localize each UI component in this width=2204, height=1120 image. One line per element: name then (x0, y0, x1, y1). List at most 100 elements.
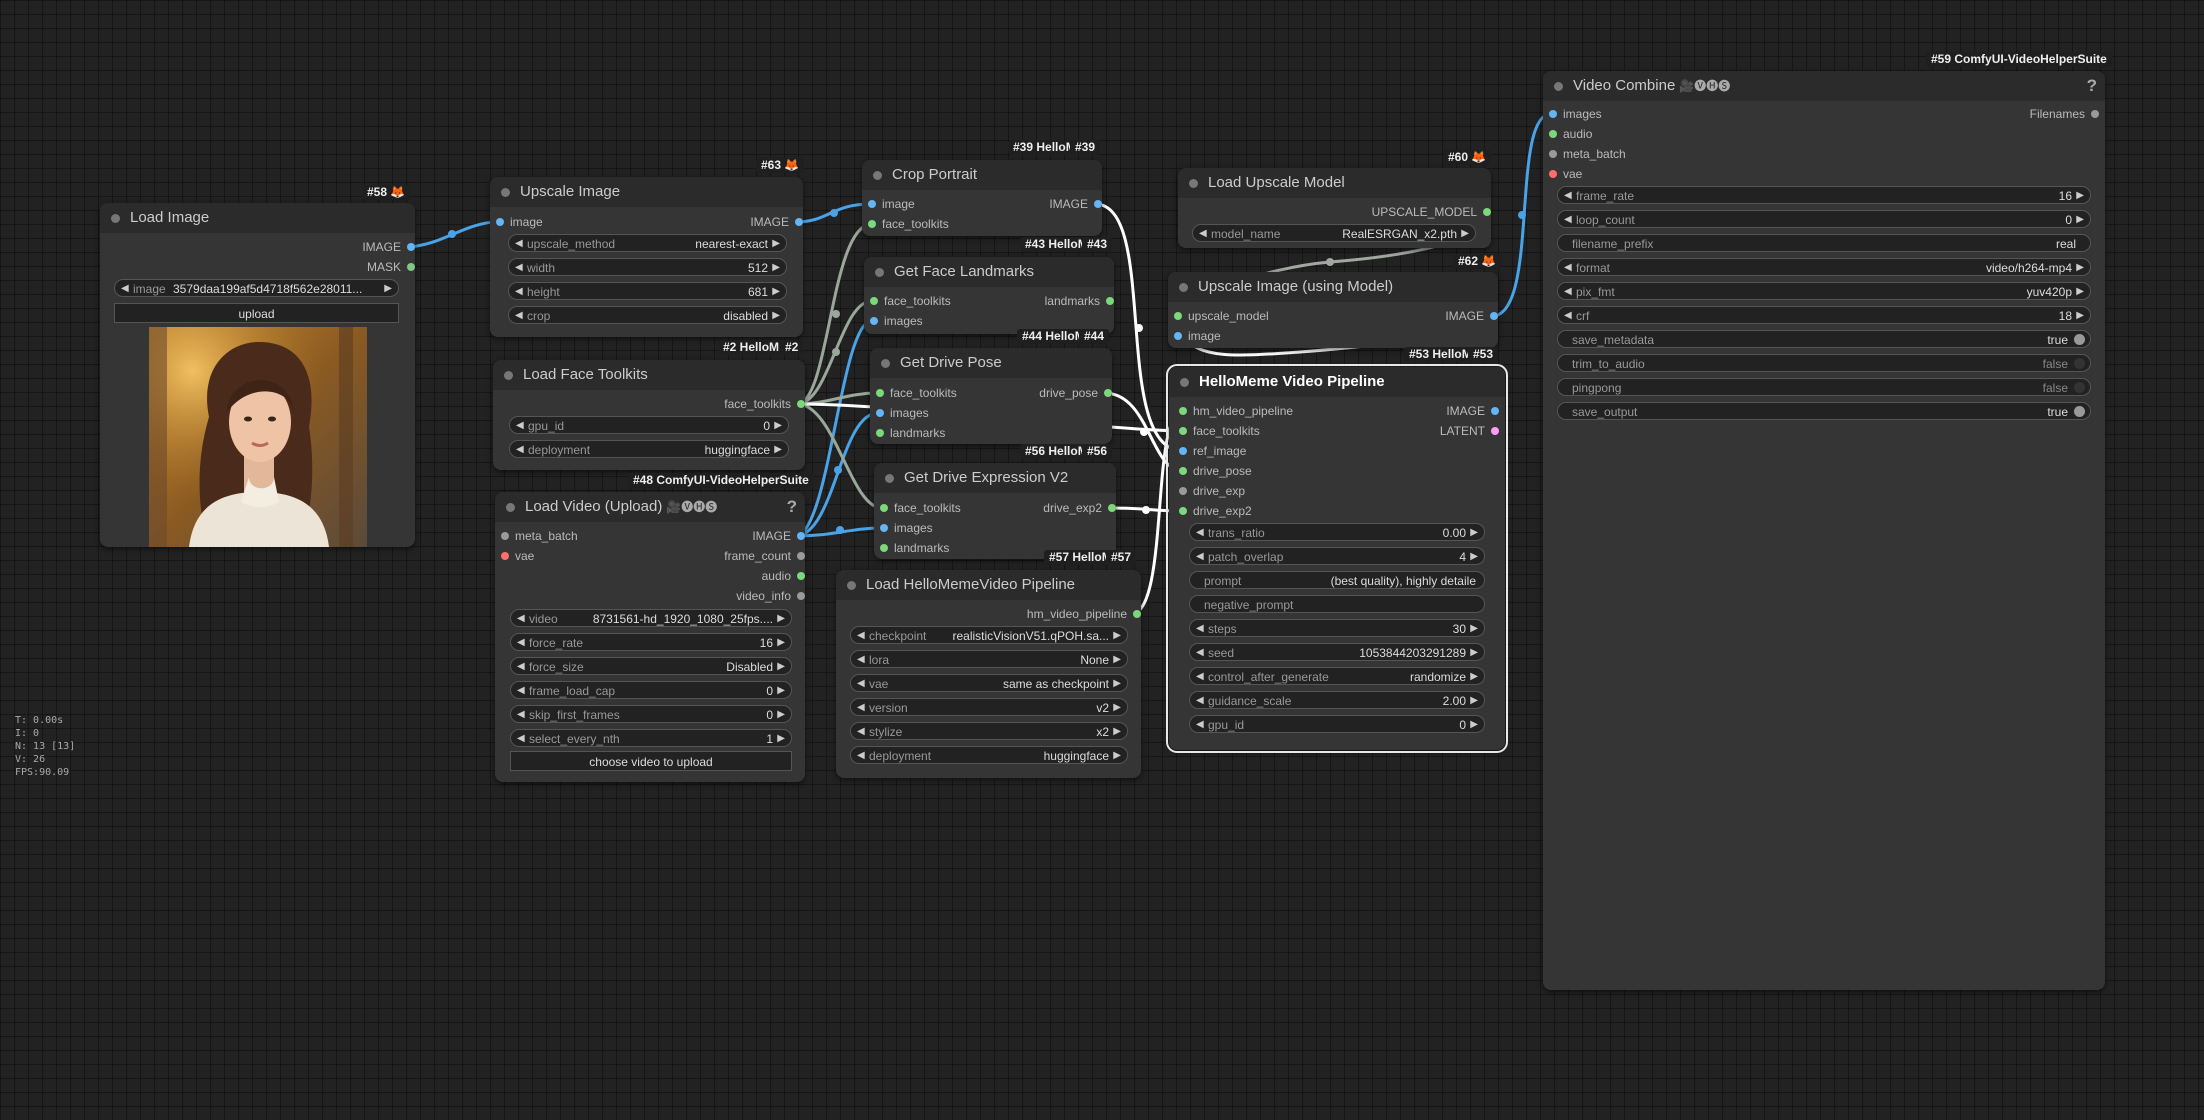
input-vae[interactable]: vae (1549, 164, 1582, 184)
arrow-right-icon[interactable]: ▶ (2076, 190, 2084, 201)
arrow-right-icon[interactable]: ▶ (1470, 527, 1478, 538)
arrow-left-icon[interactable]: ◀ (517, 709, 525, 720)
input-images[interactable]: images (876, 403, 929, 423)
output-pin-icon[interactable] (797, 552, 805, 560)
collapse-dot-icon[interactable] (1554, 82, 1563, 91)
input-face-toolkits[interactable]: face_toolkits (876, 383, 957, 403)
arrow-left-icon[interactable]: ◀ (857, 750, 865, 761)
output-filenames[interactable]: Filenames (2030, 104, 2099, 124)
input-pin-icon[interactable] (1179, 507, 1187, 515)
crop-portrait-node[interactable]: Crop Portrait image face_toolkits IMAGE (862, 160, 1102, 236)
upscale-image-node[interactable]: Upscale Image image IMAGE ◀upscale_metho… (490, 177, 803, 337)
input-pin-icon[interactable] (876, 429, 884, 437)
output-face-toolkits[interactable]: face_toolkits (724, 394, 805, 414)
input-pin-icon[interactable] (1549, 130, 1557, 138)
input-image[interactable]: image (1174, 326, 1221, 346)
arrow-left-icon[interactable]: ◀ (517, 661, 525, 672)
arrow-left-icon[interactable]: ◀ (1196, 623, 1204, 634)
load-hellomeme-pipeline-node[interactable]: Load HelloMemeVideo Pipeline hm_video_pi… (836, 570, 1141, 778)
node-title-bar[interactable]: Get Drive Pose (870, 348, 1112, 378)
output-image[interactable]: IMAGE (1049, 194, 1102, 214)
upscale-with-model-node[interactable]: Upscale Image (using Model) upscale_mode… (1168, 272, 1498, 348)
arrow-left-icon[interactable]: ◀ (857, 630, 865, 641)
output-pin-icon[interactable] (407, 263, 415, 271)
output-hm-video-pipeline[interactable]: hm_video_pipeline (1027, 604, 1141, 624)
input-pin-icon[interactable] (1174, 332, 1182, 340)
collapse-dot-icon[interactable] (881, 359, 890, 368)
toggle-on-icon[interactable] (2074, 406, 2085, 417)
arrow-right-icon[interactable]: ▶ (1113, 630, 1121, 641)
input-pin-icon[interactable] (876, 409, 884, 417)
output-pin-icon[interactable] (797, 400, 805, 408)
arrow-left-icon[interactable]: ◀ (857, 654, 865, 665)
output-frame-count[interactable]: frame_count (724, 546, 805, 566)
arrow-right-icon[interactable]: ▶ (777, 709, 785, 720)
collapse-dot-icon[interactable] (504, 371, 513, 380)
input-pin-icon[interactable] (1179, 447, 1187, 455)
input-image[interactable]: image (496, 212, 543, 232)
arrow-left-icon[interactable]: ◀ (515, 310, 523, 321)
get-drive-expression-node[interactable]: Get Drive Expression V2 face_toolkits im… (874, 463, 1116, 559)
load-upscale-model-node[interactable]: Load Upscale Model UPSCALE_MODEL ◀model_… (1178, 168, 1491, 248)
input-pin-icon[interactable] (1179, 407, 1187, 415)
help-icon[interactable]: ? (786, 497, 797, 516)
arrow-left-icon[interactable]: ◀ (857, 726, 865, 737)
input-meta-batch[interactable]: meta_batch (1549, 144, 1626, 164)
get-drive-pose-node[interactable]: Get Drive Pose face_toolkits images land… (870, 348, 1112, 444)
input-pin-icon[interactable] (868, 220, 876, 228)
output-pin-icon[interactable] (1490, 312, 1498, 320)
arrow-right-icon[interactable]: ▶ (1113, 726, 1121, 737)
input-landmarks[interactable]: landmarks (880, 538, 949, 558)
input-pin-icon[interactable] (496, 218, 504, 226)
input-ref-image[interactable]: ref_image (1179, 441, 1246, 461)
input-pin-icon[interactable] (1549, 170, 1557, 178)
arrow-left-icon[interactable]: ◀ (1196, 647, 1204, 658)
arrow-left-icon[interactable]: ◀ (1564, 286, 1572, 297)
collapse-dot-icon[interactable] (873, 171, 882, 180)
output-image[interactable]: IMAGE (1446, 401, 1499, 421)
node-title-bar[interactable]: Load Upscale Model (1178, 168, 1491, 198)
output-pin-icon[interactable] (1106, 297, 1114, 305)
input-audio[interactable]: audio (1549, 124, 1592, 144)
node-title-bar[interactable]: Load HelloMemeVideo Pipeline (836, 570, 1141, 600)
input-pin-icon[interactable] (1549, 110, 1557, 118)
arrow-right-icon[interactable]: ▶ (777, 613, 785, 624)
input-drive-exp2[interactable]: drive_exp2 (1179, 501, 1252, 521)
load-face-toolkits-node[interactable]: Load Face Toolkits face_toolkits ◀gpu_id… (493, 360, 805, 470)
input-face-toolkits[interactable]: face_toolkits (1179, 421, 1260, 441)
arrow-right-icon[interactable]: ▶ (774, 444, 782, 455)
output-image[interactable]: IMAGE (362, 237, 415, 257)
hellomeme-video-pipeline-node[interactable]: HelloMeme Video Pipeline hm_video_pipeli… (1166, 364, 1508, 753)
input-drive-pose[interactable]: drive_pose (1179, 461, 1252, 481)
input-landmarks[interactable]: landmarks (876, 423, 945, 443)
arrow-left-icon[interactable]: ◀ (517, 733, 525, 744)
input-pin-icon[interactable] (880, 504, 888, 512)
collapse-dot-icon[interactable] (1180, 378, 1189, 387)
output-pin-icon[interactable] (1094, 200, 1102, 208)
arrow-left-icon[interactable]: ◀ (1564, 310, 1572, 321)
arrow-right-icon[interactable]: ▶ (777, 685, 785, 696)
toggle-off-icon[interactable] (2074, 382, 2085, 393)
arrow-right-icon[interactable]: ▶ (1461, 228, 1469, 239)
output-pin-icon[interactable] (1491, 407, 1499, 415)
output-drive-exp2[interactable]: drive_exp2 (1043, 498, 1116, 518)
output-upscale-model[interactable]: UPSCALE_MODEL (1372, 202, 1491, 222)
arrow-right-icon[interactable]: ▶ (1113, 678, 1121, 689)
input-meta-batch[interactable]: meta_batch (501, 526, 578, 546)
load-video-node[interactable]: Load Video (Upload)🎥🅥🅗🅢? meta_batch vae … (495, 492, 805, 782)
